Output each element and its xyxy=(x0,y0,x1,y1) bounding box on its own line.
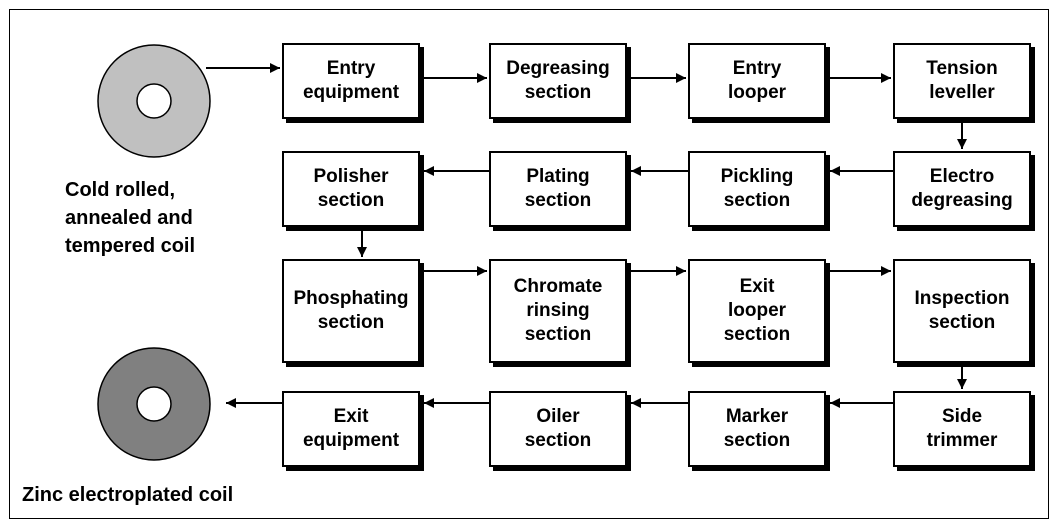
input-coil-icon xyxy=(97,44,211,158)
step-exit-equipment: Exit equipment xyxy=(282,391,420,467)
step-phosphating-section: Phosphating section xyxy=(282,259,420,363)
output-coil-core xyxy=(136,386,172,422)
input-coil-label: Cold rolled, annealed and tempered coil xyxy=(65,179,196,257)
step-electro-degreasing: Electro degreasing xyxy=(893,151,1031,227)
step-side-trimmer: Side trimmer xyxy=(893,391,1031,467)
step-chromate-rinsing-section: Chromate rinsing section xyxy=(489,259,627,363)
step-plating-section: Plating section xyxy=(489,151,627,227)
step-entry-equipment: Entry equipment xyxy=(282,43,420,119)
output-coil-label: Zinc electroplated coil xyxy=(22,484,234,506)
step-oiler-section: Oiler section xyxy=(489,391,627,467)
step-entry-looper: Entry looper xyxy=(688,43,826,119)
step-pickling-section: Pickling section xyxy=(688,151,826,227)
step-marker-section: Marker section xyxy=(688,391,826,467)
input-coil-core xyxy=(136,83,172,119)
step-degreasing-section: Degreasing section xyxy=(489,43,627,119)
step-inspection-section: Inspection section xyxy=(893,259,1031,363)
step-tension-leveller: Tension leveller xyxy=(893,43,1031,119)
output-coil-icon xyxy=(97,347,211,461)
step-exit-looper-section: Exit looper section xyxy=(688,259,826,363)
step-polisher-section: Polisher section xyxy=(282,151,420,227)
